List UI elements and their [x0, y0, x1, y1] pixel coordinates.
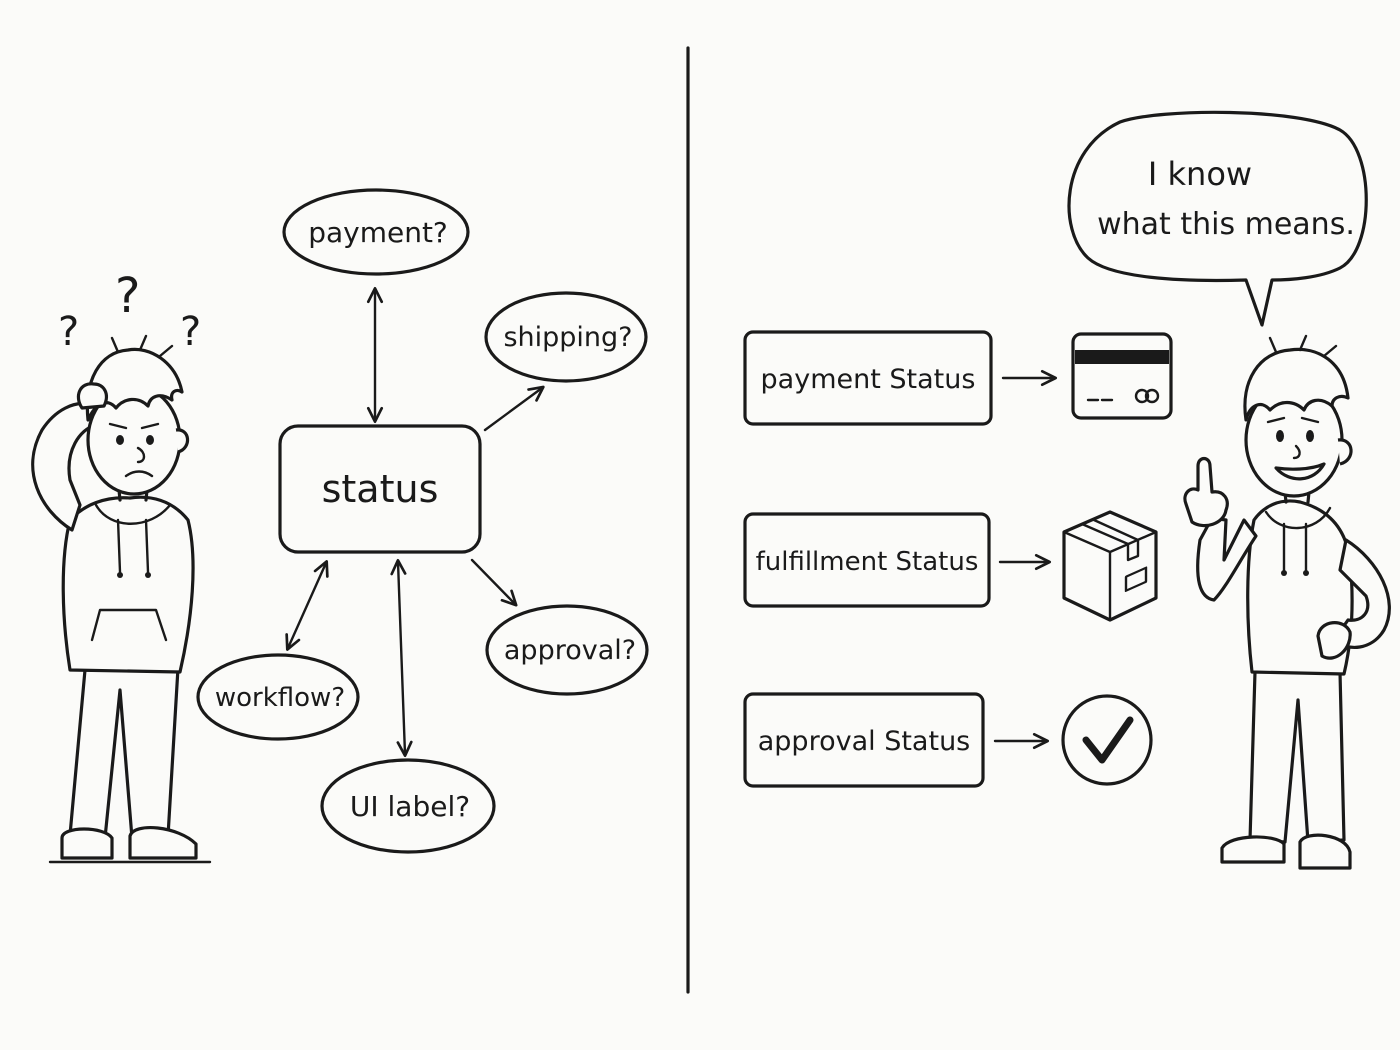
speech-bubble: [1067, 110, 1368, 327]
workflow-question: workflow?: [215, 683, 345, 713]
fulfillment-status-box: [743, 512, 991, 608]
approval-question: approval?: [504, 635, 636, 666]
ui-label-bubble: [320, 758, 496, 854]
speech-line-1: I know: [1148, 155, 1252, 193]
payment-status-label: payment Status: [761, 364, 976, 395]
workflow-bubble: [196, 653, 360, 741]
status-label: status: [322, 467, 439, 511]
credit-card-icon: [1071, 332, 1173, 420]
speech-line-2: what this means.: [1097, 207, 1355, 242]
checkmark-icon: [1061, 694, 1153, 786]
confused-person-illustration: [31, 334, 212, 864]
arrow-to-approval: [470, 558, 518, 607]
package-box-icon: [1062, 510, 1158, 622]
status-box: [278, 424, 482, 554]
ui-label-question: UI label?: [350, 790, 470, 823]
shipping-bubble: [484, 291, 648, 383]
field-row-approval: approval Status: [743, 692, 1153, 788]
payment-status-box: [743, 330, 993, 426]
arrow-to-ui-label: [390, 558, 413, 758]
confident-person-illustration: [1183, 334, 1391, 870]
payment-question: payment?: [308, 216, 448, 249]
shipping-question: shipping?: [503, 322, 632, 353]
question-mark: ?: [58, 309, 79, 355]
field-row-fulfillment: fulfillment Status: [743, 510, 1158, 622]
approval-status-label: approval Status: [758, 726, 971, 757]
payment-bubble: [282, 188, 470, 276]
field-row-payment: payment Status: [743, 330, 1173, 426]
question-mark: ?: [180, 309, 201, 355]
question-mark: ?: [115, 268, 140, 324]
fulfillment-status-label: fulfillment Status: [756, 547, 979, 577]
approval-bubble: [485, 604, 649, 696]
approval-status-box: [743, 692, 985, 788]
arrow-to-shipping: [483, 385, 545, 432]
arrow-to-workflow: [285, 560, 329, 651]
